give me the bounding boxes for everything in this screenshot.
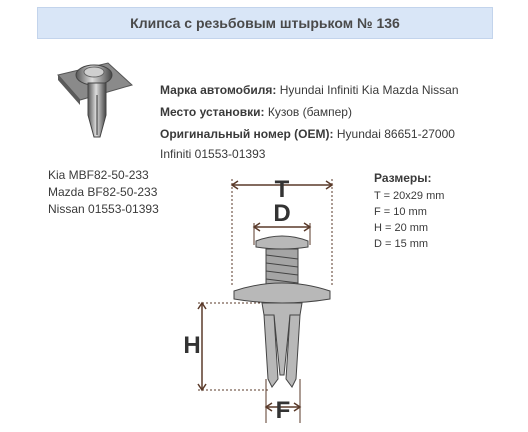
clip-drawing: T D H F: [183, 176, 334, 424]
make-row: Марка автомобиля: Hyundai Infiniti Kia M…: [160, 80, 520, 100]
make-label: Марка автомобиля:: [160, 83, 277, 97]
oem-cont: Infiniti 01553-01393: [160, 147, 266, 161]
specs-block: Марка автомобиля: Hyundai Infiniti Kia M…: [160, 80, 520, 164]
oem-item: Kia MBF82-50-233: [48, 168, 149, 182]
oem-list: Kia MBF82-50-233 Mazda BF82-50-233 Nissa…: [48, 167, 159, 218]
label-D: D: [273, 200, 290, 227]
label-T: T: [275, 176, 290, 203]
place-label: Место установки:: [160, 105, 265, 119]
oem-item: Nissan 01553-01393: [48, 202, 159, 216]
page-title: Клипса с резьбовым штырьком № 136: [37, 7, 493, 39]
dimensions-title: Размеры:: [374, 171, 432, 185]
dimension-item: H = 20 mm: [374, 222, 429, 234]
oem-value: Hyundai 86651-27000: [336, 127, 455, 141]
dimension-item: F = 10 mm: [374, 206, 427, 218]
dimension-item: T = 20x29 mm: [374, 190, 445, 202]
place-row: Место установки: Кузов (бампер): [160, 102, 520, 122]
clip-part: [233, 235, 331, 388]
dimensions-block: Размеры: T = 20x29 mm F = 10 mm H = 20 m…: [374, 170, 444, 252]
label-F: F: [276, 397, 291, 424]
oem-item: Mazda BF82-50-233: [48, 185, 158, 199]
oem-label: Оригинальный номер (OEM):: [160, 127, 334, 141]
title-text: Клипса с резьбовым штырьком № 136: [130, 15, 400, 31]
place-value: Кузов (бампер): [267, 105, 352, 119]
dimension-item: D = 15 mm: [374, 238, 429, 250]
label-H: H: [183, 332, 200, 359]
oem-row: Оригинальный номер (OEM): Hyundai 86651-…: [160, 124, 520, 144]
product-photo: [57, 62, 133, 138]
make-value: Hyundai Infiniti Kia Mazda Nissan: [279, 83, 459, 97]
